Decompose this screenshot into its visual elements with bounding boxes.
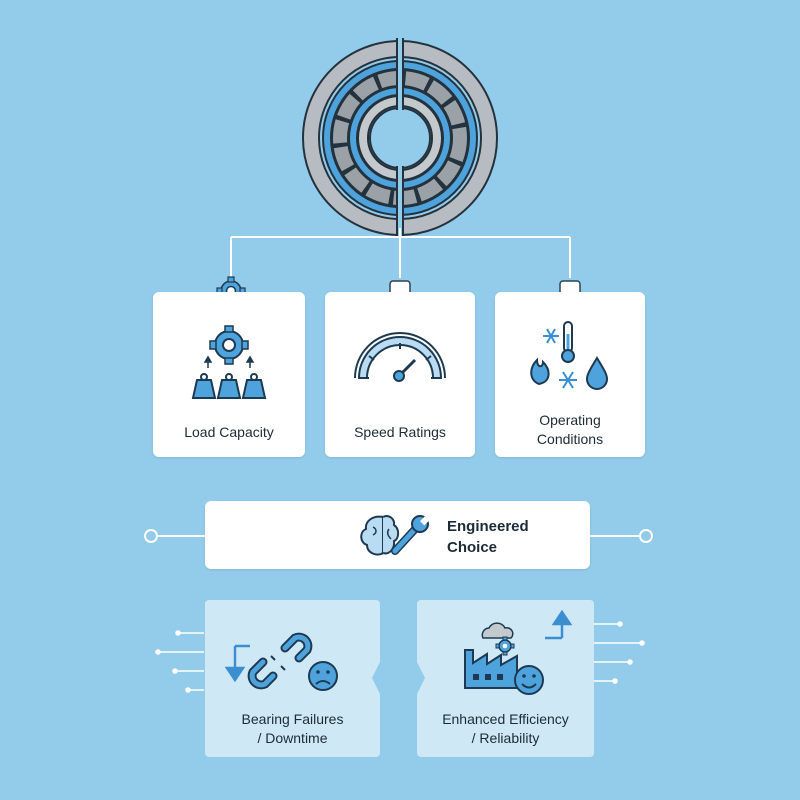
speedometer-icon [354,332,446,382]
load-capacity-label: Load Capacity [184,424,274,440]
bearing-failures-line2: / Downtime [257,730,328,746]
operating-conditions-icon [530,321,609,390]
operating-conditions-label-line2: Conditions [536,431,604,447]
engineered-choice-line2: Choice [447,539,498,556]
brain-wrench-icon [360,515,430,556]
bearing-failures-panel: Bearing Failures / Downtime [205,600,380,757]
speed-ratings-label: Speed Ratings [354,424,446,440]
engineered-choice-line1: Engineered [447,518,529,535]
load-capacity-icon [191,325,267,399]
operating-conditions-label-line1: Operating [539,412,601,428]
load-capacity-card: Load Capacity [153,292,305,457]
operating-conditions-card: Operating Conditions [495,292,645,457]
enhanced-efficiency-panel: Enhanced Efficiency / Reliability [417,600,594,757]
broken-chain-sad-icon [224,632,338,691]
engineered-choice-bar: Engineered Choice [205,501,590,569]
speed-ratings-card: Speed Ratings [325,292,475,457]
enhanced-efficiency-line2: / Reliability [471,730,540,746]
bearing-failures-line1: Bearing Failures [241,711,344,727]
factory-happy-icon [464,609,573,695]
enhanced-efficiency-line1: Enhanced Efficiency [442,711,569,727]
